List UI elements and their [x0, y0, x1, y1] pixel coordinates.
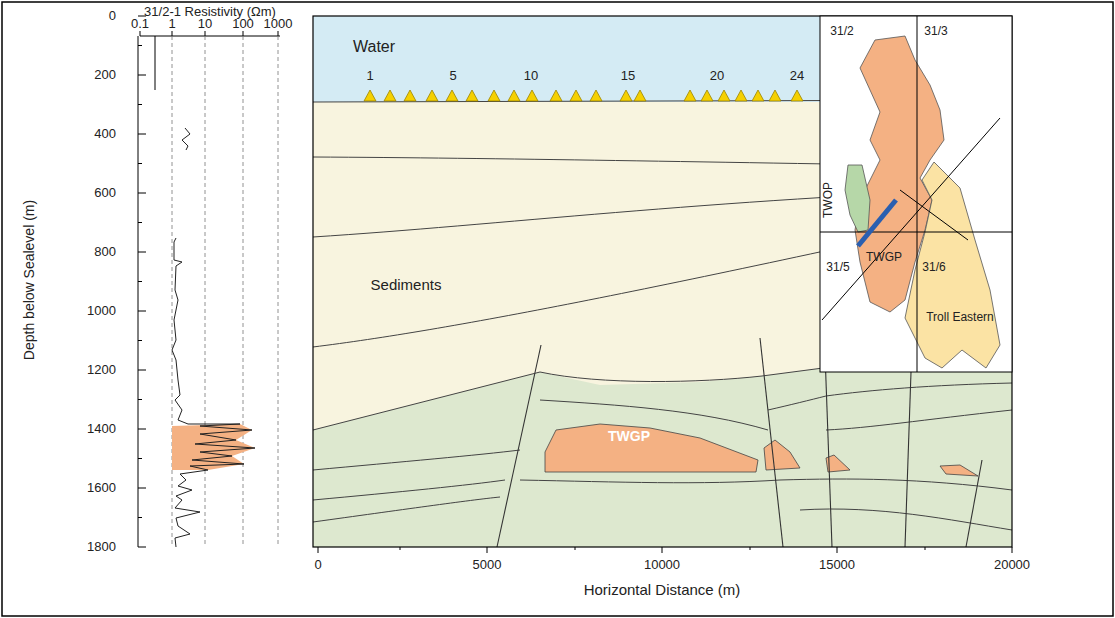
text-label: 5 [449, 69, 456, 83]
text-label: 10000 [644, 558, 680, 572]
region-label: Water [353, 38, 395, 56]
text-label: 1800 [87, 540, 116, 554]
text-label: 1600 [87, 481, 116, 495]
region-label: TWGP [608, 428, 650, 444]
text-label: 31/5 [826, 261, 849, 274]
receiver-symbol [488, 90, 500, 101]
text-label: 1 [168, 17, 175, 31]
text-label: 15 [621, 69, 635, 83]
text-label: Troll Eastern [926, 311, 994, 324]
receiver-symbol [404, 90, 416, 101]
receiver-symbol [466, 90, 478, 101]
text-label: 31/6 [922, 261, 945, 274]
text-label: 800 [94, 245, 116, 259]
text-label: 15000 [819, 558, 855, 572]
text-label: 1 [366, 69, 373, 83]
text-label: 0.1 [131, 17, 149, 31]
receiver-symbol [718, 90, 730, 101]
receiver-symbol [526, 90, 538, 101]
water-band: Water [313, 16, 818, 86]
text-label: 20000 [994, 558, 1030, 572]
text-label: Sediments [371, 277, 442, 294]
receiver-symbol [752, 90, 764, 101]
text-label: 31/3 [924, 25, 947, 38]
text-label: TWGP [866, 251, 902, 264]
receiver-symbol [620, 90, 632, 101]
receiver-symbol [769, 90, 781, 101]
text-label: 1000 [87, 304, 116, 318]
text-label: 100 [232, 17, 254, 31]
receiver-symbol [735, 90, 747, 101]
text-label: 24 [790, 69, 804, 83]
text-label: TWOP [822, 182, 835, 218]
text-label: 10 [198, 17, 212, 31]
text-label: 1000 [264, 17, 293, 31]
text-label: 20 [710, 69, 724, 83]
text-label: 400 [94, 127, 116, 141]
receiver-symbol [550, 90, 562, 101]
text-label: 200 [94, 68, 116, 82]
receiver-symbol [570, 90, 582, 101]
text-label: Depth below Sealevel (m) [22, 200, 37, 360]
receiver-symbol [446, 90, 458, 101]
reservoir-body: TWGP [548, 424, 758, 470]
text-label: 5000 [473, 558, 502, 572]
text-label: 0 [314, 558, 321, 572]
text-label: 1200 [87, 363, 116, 377]
text-label: 0 [109, 9, 116, 23]
receiver-symbol [426, 90, 438, 101]
text-label: 600 [94, 186, 116, 200]
receiver-symbol [701, 90, 713, 101]
receiver-symbol [590, 90, 602, 101]
receiver-symbol [384, 90, 396, 101]
text-label: 10 [524, 69, 538, 83]
receiver-symbol [508, 90, 520, 101]
receiver-symbol [634, 90, 646, 101]
receiver-symbol [364, 90, 376, 101]
text-label: 1400 [87, 422, 116, 436]
text-label: 31/2 [830, 25, 853, 38]
receiver-symbol [791, 90, 803, 101]
text-label: Horizontal Distance (m) [584, 582, 741, 599]
receiver-symbol [684, 90, 696, 101]
